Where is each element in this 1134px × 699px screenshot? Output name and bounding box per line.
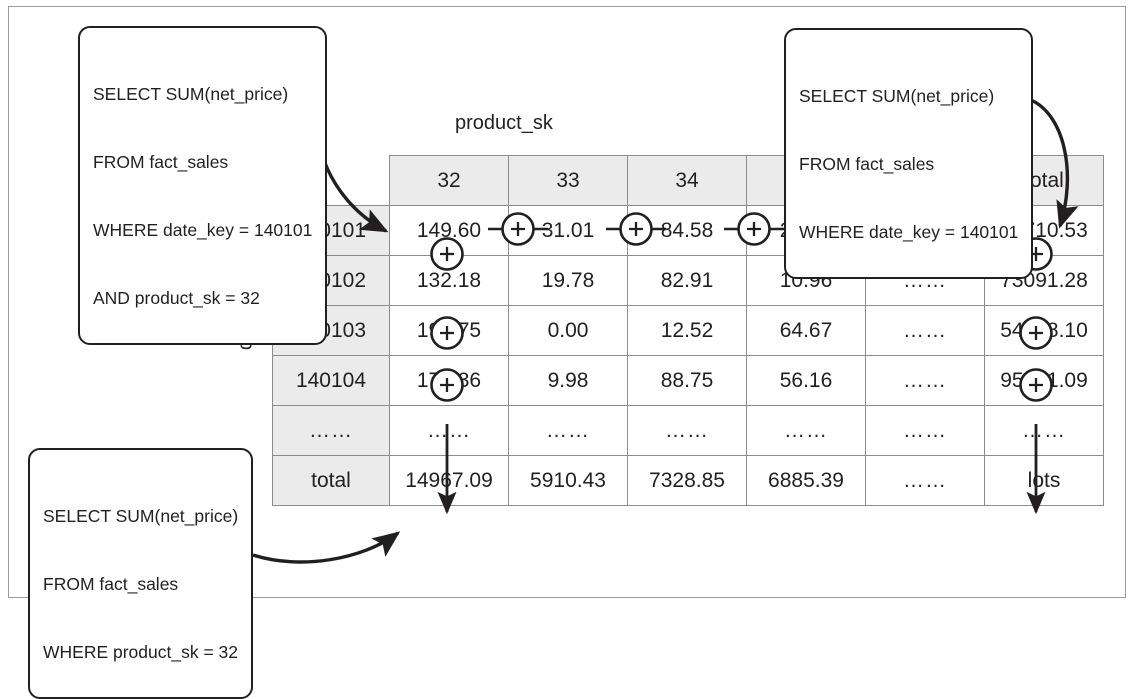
callout-row-query: SELECT SUM(net_price) FROM fact_sales WH…: [784, 28, 1034, 279]
cell-ellipsis-35: ……: [746, 405, 866, 456]
cell-140104-ellipsis: ……: [865, 355, 985, 406]
cell-140103-35: 64.67: [746, 305, 866, 356]
row-header-total: total: [272, 455, 390, 506]
callout-cell-query: SELECT SUM(net_price) FROM fact_sales WH…: [78, 26, 328, 345]
cell-total-34: 7328.85: [627, 455, 747, 506]
column-header-34: 34: [627, 155, 747, 206]
callout-column-line-1: SELECT SUM(net_price): [43, 505, 239, 526]
callout-cell-line-1: SELECT SUM(net_price): [93, 83, 289, 104]
cell-140102-34: 82.91: [627, 255, 747, 306]
callout-cell-line-2: FROM fact_sales: [93, 151, 229, 172]
cell-ellipsis-total: ……: [984, 405, 1104, 456]
cell-total-ellipsis: ……: [865, 455, 985, 506]
callout-row-line-3: WHERE date_key = 140101: [799, 222, 1019, 242]
cell-140103-32: 196.75: [389, 305, 509, 356]
cell-total-33: 5910.43: [508, 455, 628, 506]
table-row-ellipsis: …… …… …… …… …… …… ……: [272, 405, 1104, 456]
cell-total-35: 6885.39: [746, 455, 866, 506]
cell-140103-ellipsis: ……: [865, 305, 985, 356]
cell-ellipsis-34: ……: [627, 405, 747, 456]
callout-column-query: SELECT SUM(net_price) FROM fact_sales WH…: [28, 448, 254, 699]
cell-140103-33: 0.00: [508, 305, 628, 356]
cell-140104-32: 178.36: [389, 355, 509, 406]
row-header-140104: 140104: [272, 355, 390, 406]
table-total-row: total 14967.09 5910.43 7328.85 6885.39 ……: [272, 455, 1104, 506]
callout-column-line-2: FROM fact_sales: [43, 573, 179, 594]
pivot-matrix-table: 32 33 34 35 …… total 140101 149.60 31.01…: [272, 155, 1104, 506]
cell-140103-total: 54688.10: [984, 305, 1104, 356]
row-header-140103: 140103: [272, 305, 390, 356]
column-axis-label: product_sk: [455, 112, 553, 134]
callout-row-line-1: SELECT SUM(net_price): [799, 85, 995, 106]
column-header-33: 33: [508, 155, 628, 206]
callout-cell-line-4: AND product_sk = 32: [93, 288, 260, 309]
cell-140102-33: 19.78: [508, 255, 628, 306]
table-row: 140104 178.36 9.98 88.75 56.16 …… 95121.…: [272, 355, 1104, 406]
cell-140102-32: 132.18: [389, 255, 509, 306]
column-header-32: 32: [389, 155, 509, 206]
cell-ellipsis-32: ……: [389, 405, 509, 456]
cell-total-32: 14967.09: [389, 455, 509, 506]
callout-column-line-3: WHERE product_sk = 32: [43, 642, 239, 662]
cell-140103-34: 12.52: [627, 305, 747, 356]
cell-140104-35: 56.16: [746, 355, 866, 406]
callout-cell-line-3: WHERE date_key = 140101: [93, 220, 313, 240]
cell-140104-34: 88.75: [627, 355, 747, 406]
cell-140101-34: 84.58: [627, 205, 747, 256]
cell-total-total: lots: [984, 455, 1104, 506]
callout-row-line-2: FROM fact_sales: [799, 153, 935, 174]
cell-140104-33: 9.98: [508, 355, 628, 406]
cell-ellipsis-33: ……: [508, 405, 628, 456]
cell-140104-total: 95121.09: [984, 355, 1104, 406]
cell-140101-33: 31.01: [508, 205, 628, 256]
cell-140101-32: 149.60: [389, 205, 509, 256]
cell-ellipsis-ellipsis: ……: [865, 405, 985, 456]
table-row: 140103 196.75 0.00 12.52 64.67 …… 54688.…: [272, 305, 1104, 356]
row-header-ellipsis: ……: [272, 405, 390, 456]
